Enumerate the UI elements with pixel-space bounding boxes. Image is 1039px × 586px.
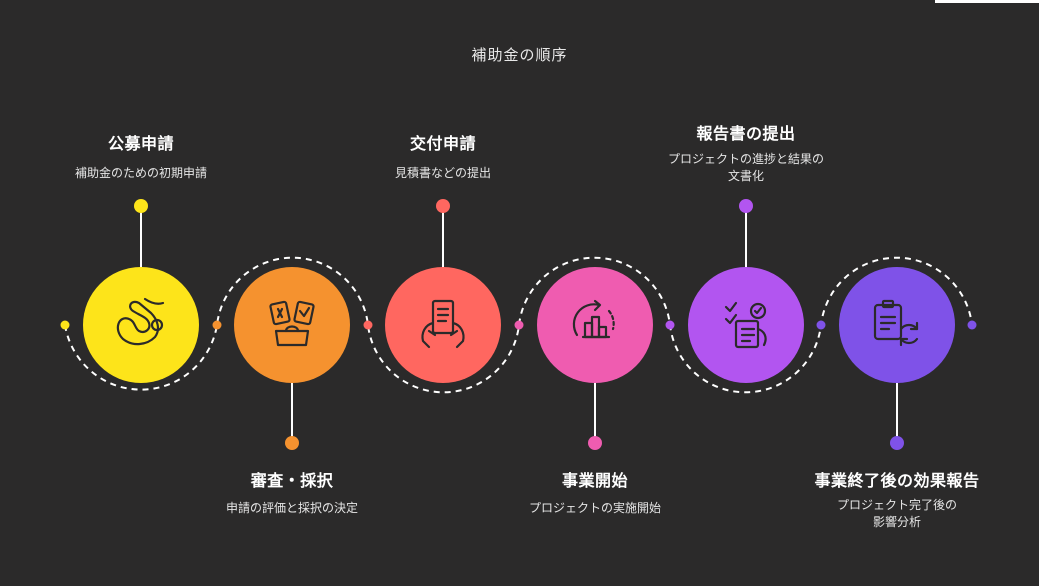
review-cards-icon bbox=[269, 300, 315, 347]
top-edge-bar bbox=[935, 0, 1039, 3]
document-in-hands-icon bbox=[421, 299, 465, 349]
step-5-circle bbox=[688, 267, 804, 383]
wave-joint-dot bbox=[967, 320, 977, 330]
step-5-description-line-1: プロジェクトの進捗と結果の bbox=[667, 152, 824, 166]
step-4-description-line: プロジェクトの実施開始 bbox=[528, 501, 661, 515]
step-2-description-line: 申請の評価と採択の決定 bbox=[225, 501, 358, 515]
wave-joint-dot bbox=[816, 320, 826, 330]
step-6-circle bbox=[839, 267, 955, 383]
step-6-description-line-2: 影響分析 bbox=[872, 515, 921, 529]
business-growth-icon bbox=[572, 299, 615, 339]
step-circles bbox=[83, 267, 955, 383]
step-5-marker-dot bbox=[739, 199, 753, 213]
report-checklist-icon bbox=[724, 301, 767, 349]
step-1-marker-dot bbox=[134, 199, 148, 213]
step-2-title: 審査・採択 bbox=[250, 471, 334, 490]
step-2-marker-dot bbox=[285, 436, 299, 450]
step-2-description: 申請の評価と採択の決定 bbox=[172, 500, 412, 517]
wave-joint-dot bbox=[363, 320, 373, 330]
step-2-circle bbox=[234, 267, 350, 383]
step-3-title: 交付申請 bbox=[409, 134, 476, 153]
step-1-description-line: 補助金のための初期申請 bbox=[74, 166, 207, 180]
step-4-marker-dot bbox=[588, 436, 602, 450]
wave-joint-dot bbox=[60, 320, 70, 330]
step-5-description: プロジェクトの進捗と結果の 文書化 bbox=[626, 151, 866, 185]
step-5-title: 報告書の提出 bbox=[696, 124, 796, 143]
clipboard-cycle-icon bbox=[873, 299, 919, 347]
step-3-marker-dot bbox=[436, 199, 450, 213]
stems bbox=[134, 199, 904, 450]
step-6-description: プロジェクト完了後の 影響分析 bbox=[777, 497, 1017, 531]
step-6-description-line-1: プロジェクト完了後の bbox=[836, 498, 957, 512]
step-4-circle bbox=[537, 267, 653, 383]
wave-joint-dot bbox=[514, 320, 524, 330]
joints bbox=[60, 320, 977, 330]
step-1-title: 公募申請 bbox=[107, 134, 174, 153]
step-6-title: 事業終了後の効果報告 bbox=[814, 471, 980, 490]
step-6-marker-dot bbox=[890, 436, 904, 450]
wave-joint-dot bbox=[665, 320, 675, 330]
wave-joint-dot bbox=[212, 320, 222, 330]
step-4-description: プロジェクトの実施開始 bbox=[475, 500, 715, 517]
step-5-description-line-2: 文書化 bbox=[727, 169, 764, 183]
step-1-circle bbox=[83, 267, 199, 383]
step-3-description-line: 見積書などの提出 bbox=[394, 166, 491, 180]
step-3-circle bbox=[385, 267, 501, 383]
step-4-title: 事業開始 bbox=[561, 471, 628, 490]
hand-icon bbox=[116, 297, 165, 346]
page-title: 補助金の順序 bbox=[471, 46, 568, 64]
step-1-description: 補助金のための初期申請 bbox=[21, 165, 261, 182]
step-3-description: 見積書などの提出 bbox=[323, 165, 563, 182]
